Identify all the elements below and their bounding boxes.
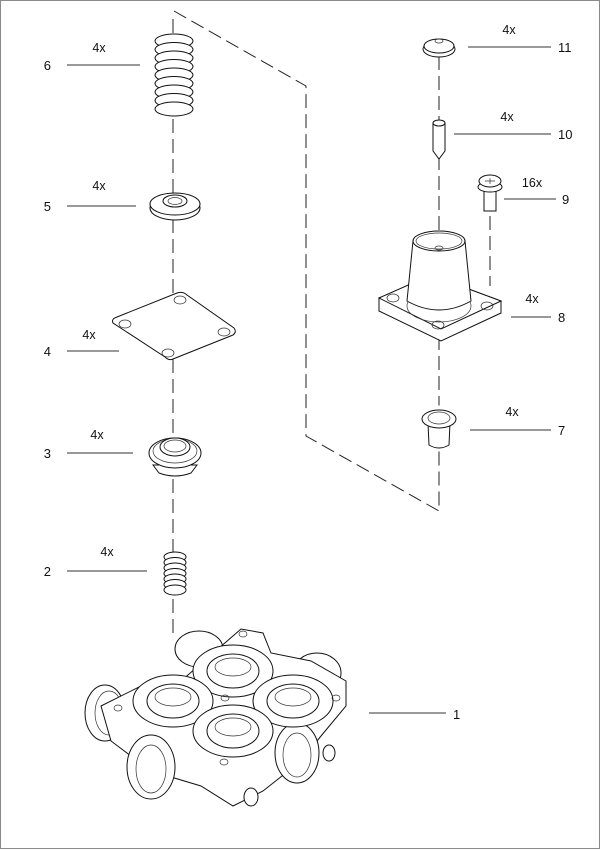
callout-number-4: 4 (44, 344, 51, 359)
spring-coil (154, 101, 194, 117)
screw-part (477, 174, 503, 212)
quantity-label-5: 4x (92, 179, 106, 193)
quantity-label-7: 4x (505, 405, 519, 419)
quantity-label-9: 16x (522, 176, 543, 190)
callout-number-5: 5 (44, 199, 51, 214)
callout-number-2: 2 (44, 564, 51, 579)
gasket-plate-part (112, 291, 236, 361)
quantity-label-10: 4x (500, 110, 514, 124)
callout-number-7: 7 (558, 423, 565, 438)
cap-part (422, 38, 456, 58)
quantity-label-11: 4x (502, 23, 516, 37)
large-spring-part (154, 33, 194, 117)
valve-housing-cover-part (377, 230, 503, 342)
washer-seal-part (149, 192, 201, 221)
bushing-part (421, 409, 457, 449)
callout-number-8: 8 (558, 310, 565, 325)
callout-number-10: 10 (558, 127, 572, 142)
callout-number-9: 9 (562, 192, 569, 207)
quantity-label-2: 4x (100, 545, 114, 559)
callout-number-11: 11 (558, 40, 572, 55)
spring-coil (163, 584, 187, 596)
callout-number-1: 1 (453, 707, 460, 722)
quantity-label-6: 4x (92, 41, 106, 55)
quantity-label-8: 4x (525, 292, 539, 306)
valve-body-part (84, 628, 347, 807)
valve-seat-part (148, 437, 202, 477)
pin-part (432, 119, 446, 160)
quantity-label-3: 4x (90, 428, 104, 442)
small-spring-part (163, 551, 187, 596)
quantity-label-4: 4x (82, 328, 96, 342)
callout-number-6: 6 (44, 58, 51, 73)
assembly-path-line (173, 10, 440, 512)
callout-number-3: 3 (44, 446, 51, 461)
